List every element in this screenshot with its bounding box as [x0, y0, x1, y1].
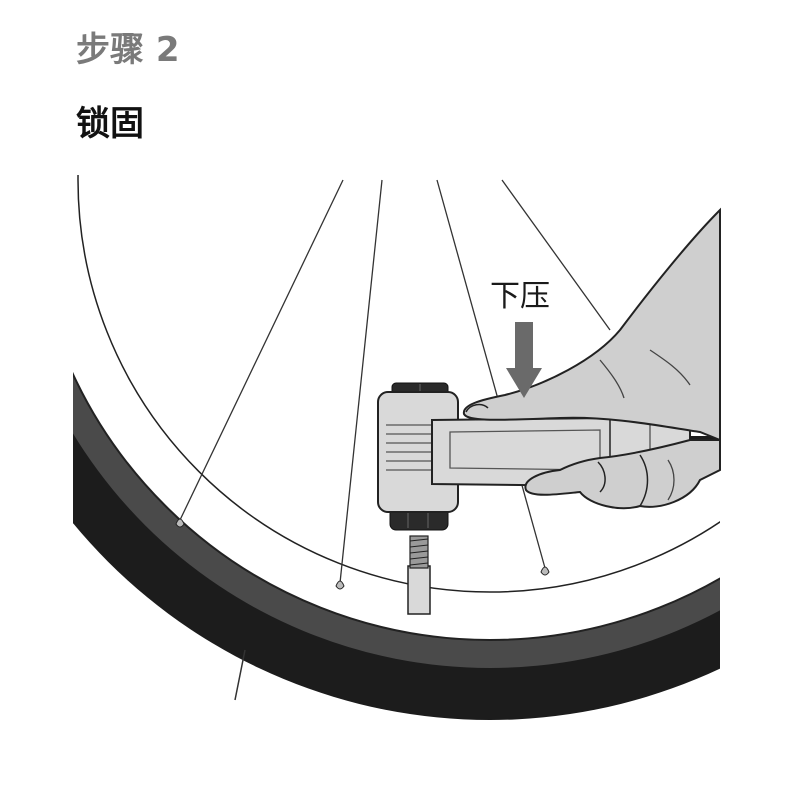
valve-stem — [407, 535, 431, 615]
hand — [462, 207, 721, 510]
step-title: 步骤 2 — [76, 30, 180, 70]
step-subtitle: 锁固 — [76, 104, 144, 144]
hand-fingers — [524, 439, 721, 510]
tire-seam — [234, 649, 246, 701]
spoke — [436, 179, 546, 569]
spoke — [501, 179, 611, 331]
spoke-nipple — [540, 566, 550, 576]
spoke-nipple — [175, 518, 185, 528]
spoke-nipples — [175, 518, 550, 590]
spoke-nipple — [335, 580, 345, 590]
callout-label: 下压 — [490, 279, 550, 314]
press-down-arrow — [506, 322, 542, 398]
hand-palm — [462, 207, 721, 442]
spoke — [339, 179, 383, 584]
spokes — [179, 179, 611, 584]
spoke — [179, 179, 344, 521]
